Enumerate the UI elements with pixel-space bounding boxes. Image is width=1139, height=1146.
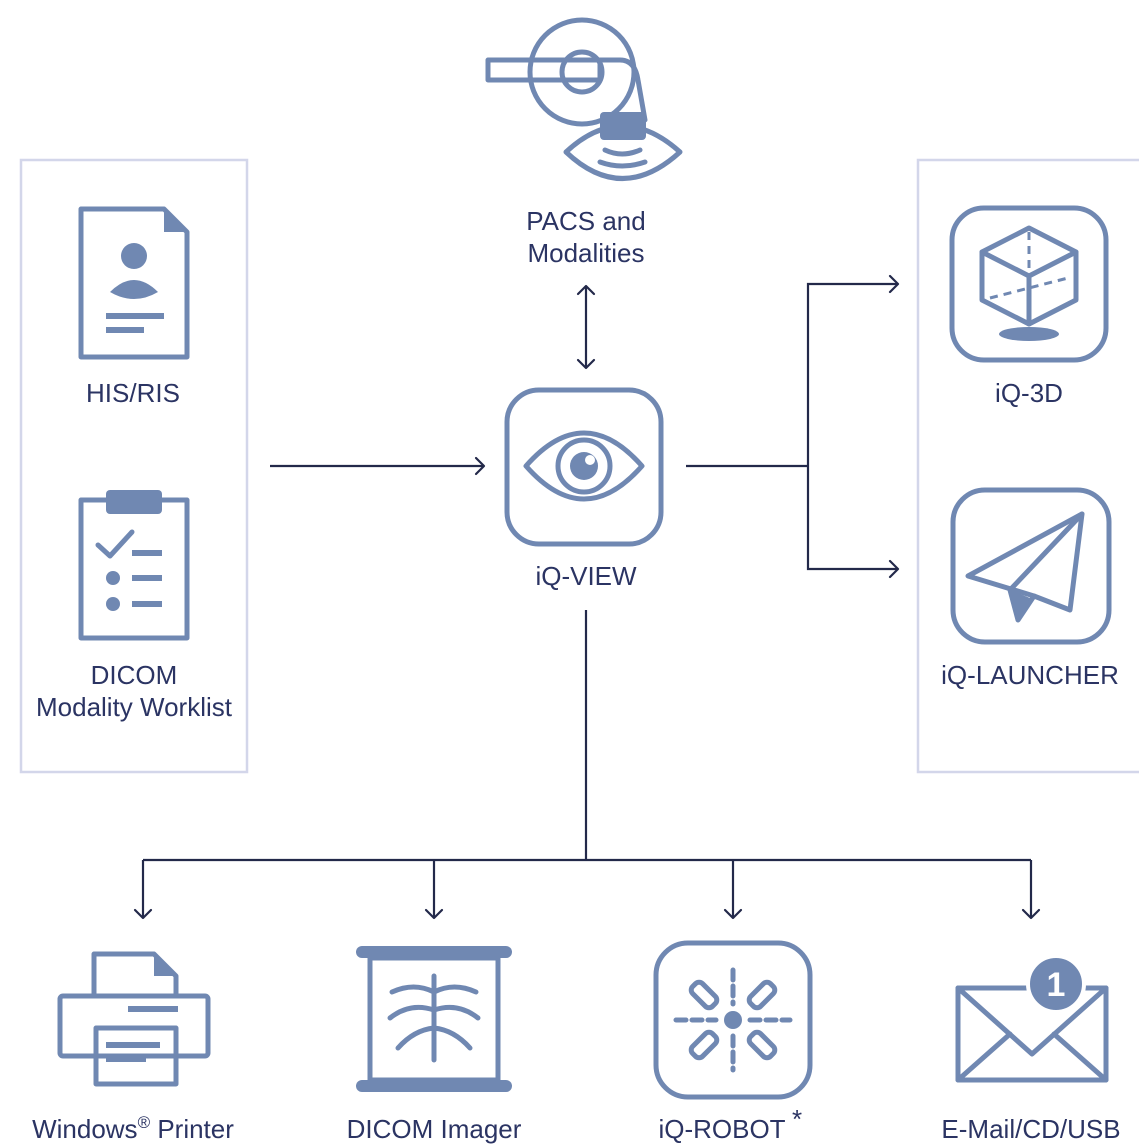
output-panel <box>916 158 1139 774</box>
pacs-scanner-icon <box>485 17 683 181</box>
pacs-label-line1: PACS and <box>526 206 645 236</box>
iq-robot-icon <box>653 940 813 1100</box>
input-panel <box>19 158 249 774</box>
iq-launcher-label: iQ-LAUNCHER <box>941 660 1119 690</box>
view-bottom-arrows <box>133 610 1041 920</box>
iq-view-label: iQ-VIEW <box>535 561 637 591</box>
pacs-label-line2: Modalities <box>527 238 644 268</box>
iq-3d-label: iQ-3D <box>995 378 1063 408</box>
email-envelope-icon: 1 <box>955 954 1109 1083</box>
iq-robot-label: iQ-ROBOT <box>658 1114 785 1144</box>
printer-icon <box>57 951 211 1087</box>
iq-3d-cube-icon <box>949 205 1109 363</box>
printer-label: Windows® Printer <box>32 1113 234 1144</box>
email-label: E-Mail/CD/USB <box>941 1114 1120 1144</box>
iq-robot-asterisk: * <box>792 1104 802 1134</box>
worklist-label-line1: DICOM <box>91 660 178 690</box>
view-output-arrows <box>686 274 900 579</box>
dicom-imager-label: DICOM Imager <box>347 1114 522 1144</box>
his-ris-label: HIS/RIS <box>86 378 180 408</box>
worklist-clipboard-icon <box>78 490 190 641</box>
dicom-imager-film-icon <box>356 946 512 1092</box>
his-ris-document-icon <box>78 206 190 360</box>
iq-view-eye-icon <box>504 387 664 547</box>
input-view-arrow <box>270 456 486 476</box>
worklist-label-line2: Modality Worklist <box>36 692 233 722</box>
email-badge-count: 1 <box>1047 966 1066 1004</box>
pacs-view-arrow <box>576 284 596 370</box>
iq-launcher-paper-plane-icon <box>950 487 1112 645</box>
